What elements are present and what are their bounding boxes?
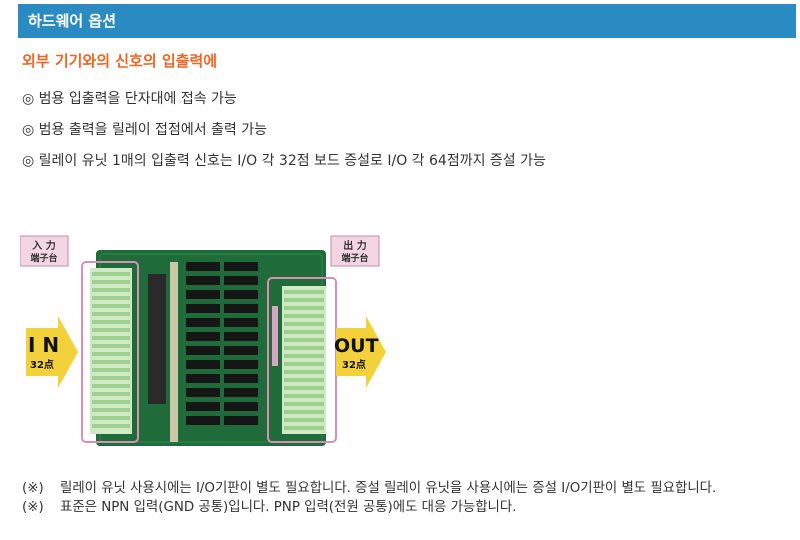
- output-terminal-label: 出 力 端子台: [330, 235, 380, 267]
- output-label-line2: 端子台: [341, 252, 368, 264]
- output-label-line1: 出 力: [343, 239, 366, 252]
- relay-array: [186, 262, 258, 425]
- out-label: OUT: [334, 335, 379, 357]
- feature-list: ◎ 범용 입출력을 단자대에 접속 가능 ◎ 범용 출력을 릴레이 접점에서 출…: [22, 88, 546, 181]
- out-count: 32点: [342, 358, 366, 371]
- input-terminal-block: [90, 268, 132, 434]
- input-label-line1: 入 力: [32, 239, 55, 252]
- feature-text: 범용 입출력을 단자대에 접속 가능: [38, 91, 237, 107]
- footnotes: (※) 릴레이 유닛 사용시에는 I/O기판이 별도 필요합니다. 증설 릴레이 …: [22, 481, 782, 519]
- feature-item: ◎ 릴레이 유닛 1매의 입출력 신호는 I/O 각 32점 보드 증설로 I/…: [22, 150, 546, 181]
- header-title: 하드웨어 옵션: [28, 12, 117, 30]
- input-label-line2: 端子台: [30, 252, 57, 264]
- feature-text: 릴레이 유닛 1매의 입출력 신호는 I/O 각 32점 보드 증설로 I/O …: [38, 153, 546, 169]
- input-arrow: I N 32点: [26, 316, 78, 388]
- section-subtitle: 외부 기기와의 신호의 입출력에: [22, 52, 218, 70]
- footnote-mark: (※): [22, 500, 44, 515]
- input-terminal-highlight: [81, 261, 139, 443]
- page-header: 하드웨어 옵션: [18, 4, 796, 38]
- bullet-symbol: ◎: [22, 122, 35, 138]
- bullet-symbol: ◎: [22, 91, 35, 107]
- feature-item: ◎ 범용 출력을 릴레이 접점에서 출력 가능: [22, 119, 546, 150]
- feature-item: ◎ 범용 입출력을 단자대에 접속 가능: [22, 88, 546, 119]
- output-arrow: OUT 32点: [334, 316, 386, 388]
- in-count: 32点: [30, 358, 54, 371]
- relay-board-figure: 入 力 端子台 出 力 端子台: [19, 228, 390, 452]
- footnote-mark: (※): [22, 481, 44, 496]
- relay-board-image: 入 力 端子台 出 力 端子台: [19, 235, 386, 446]
- bullet-symbol: ◎: [22, 153, 35, 169]
- footnote: (※) 릴레이 유닛 사용시에는 I/O기판이 별도 필요합니다. 증설 릴레이 …: [22, 481, 782, 497]
- footnote: (※) 표준은 NPN 입력(GND 공통)입니다. PNP 입력(전원 공통)에…: [22, 500, 782, 516]
- output-terminal-block: [272, 286, 326, 434]
- footnote-text: 표준은 NPN 입력(GND 공통)입니다. PNP 입력(전원 공통)에도 대…: [60, 500, 517, 515]
- input-terminal-label: 入 力 端子台: [19, 235, 69, 267]
- feature-text: 범용 출력을 릴레이 접점에서 출력 가능: [38, 122, 268, 138]
- footnote-text: 릴레이 유닛 사용시에는 I/O기판이 별도 필요합니다. 증설 릴레이 유닛을…: [60, 481, 717, 496]
- in-label: I N: [28, 333, 59, 357]
